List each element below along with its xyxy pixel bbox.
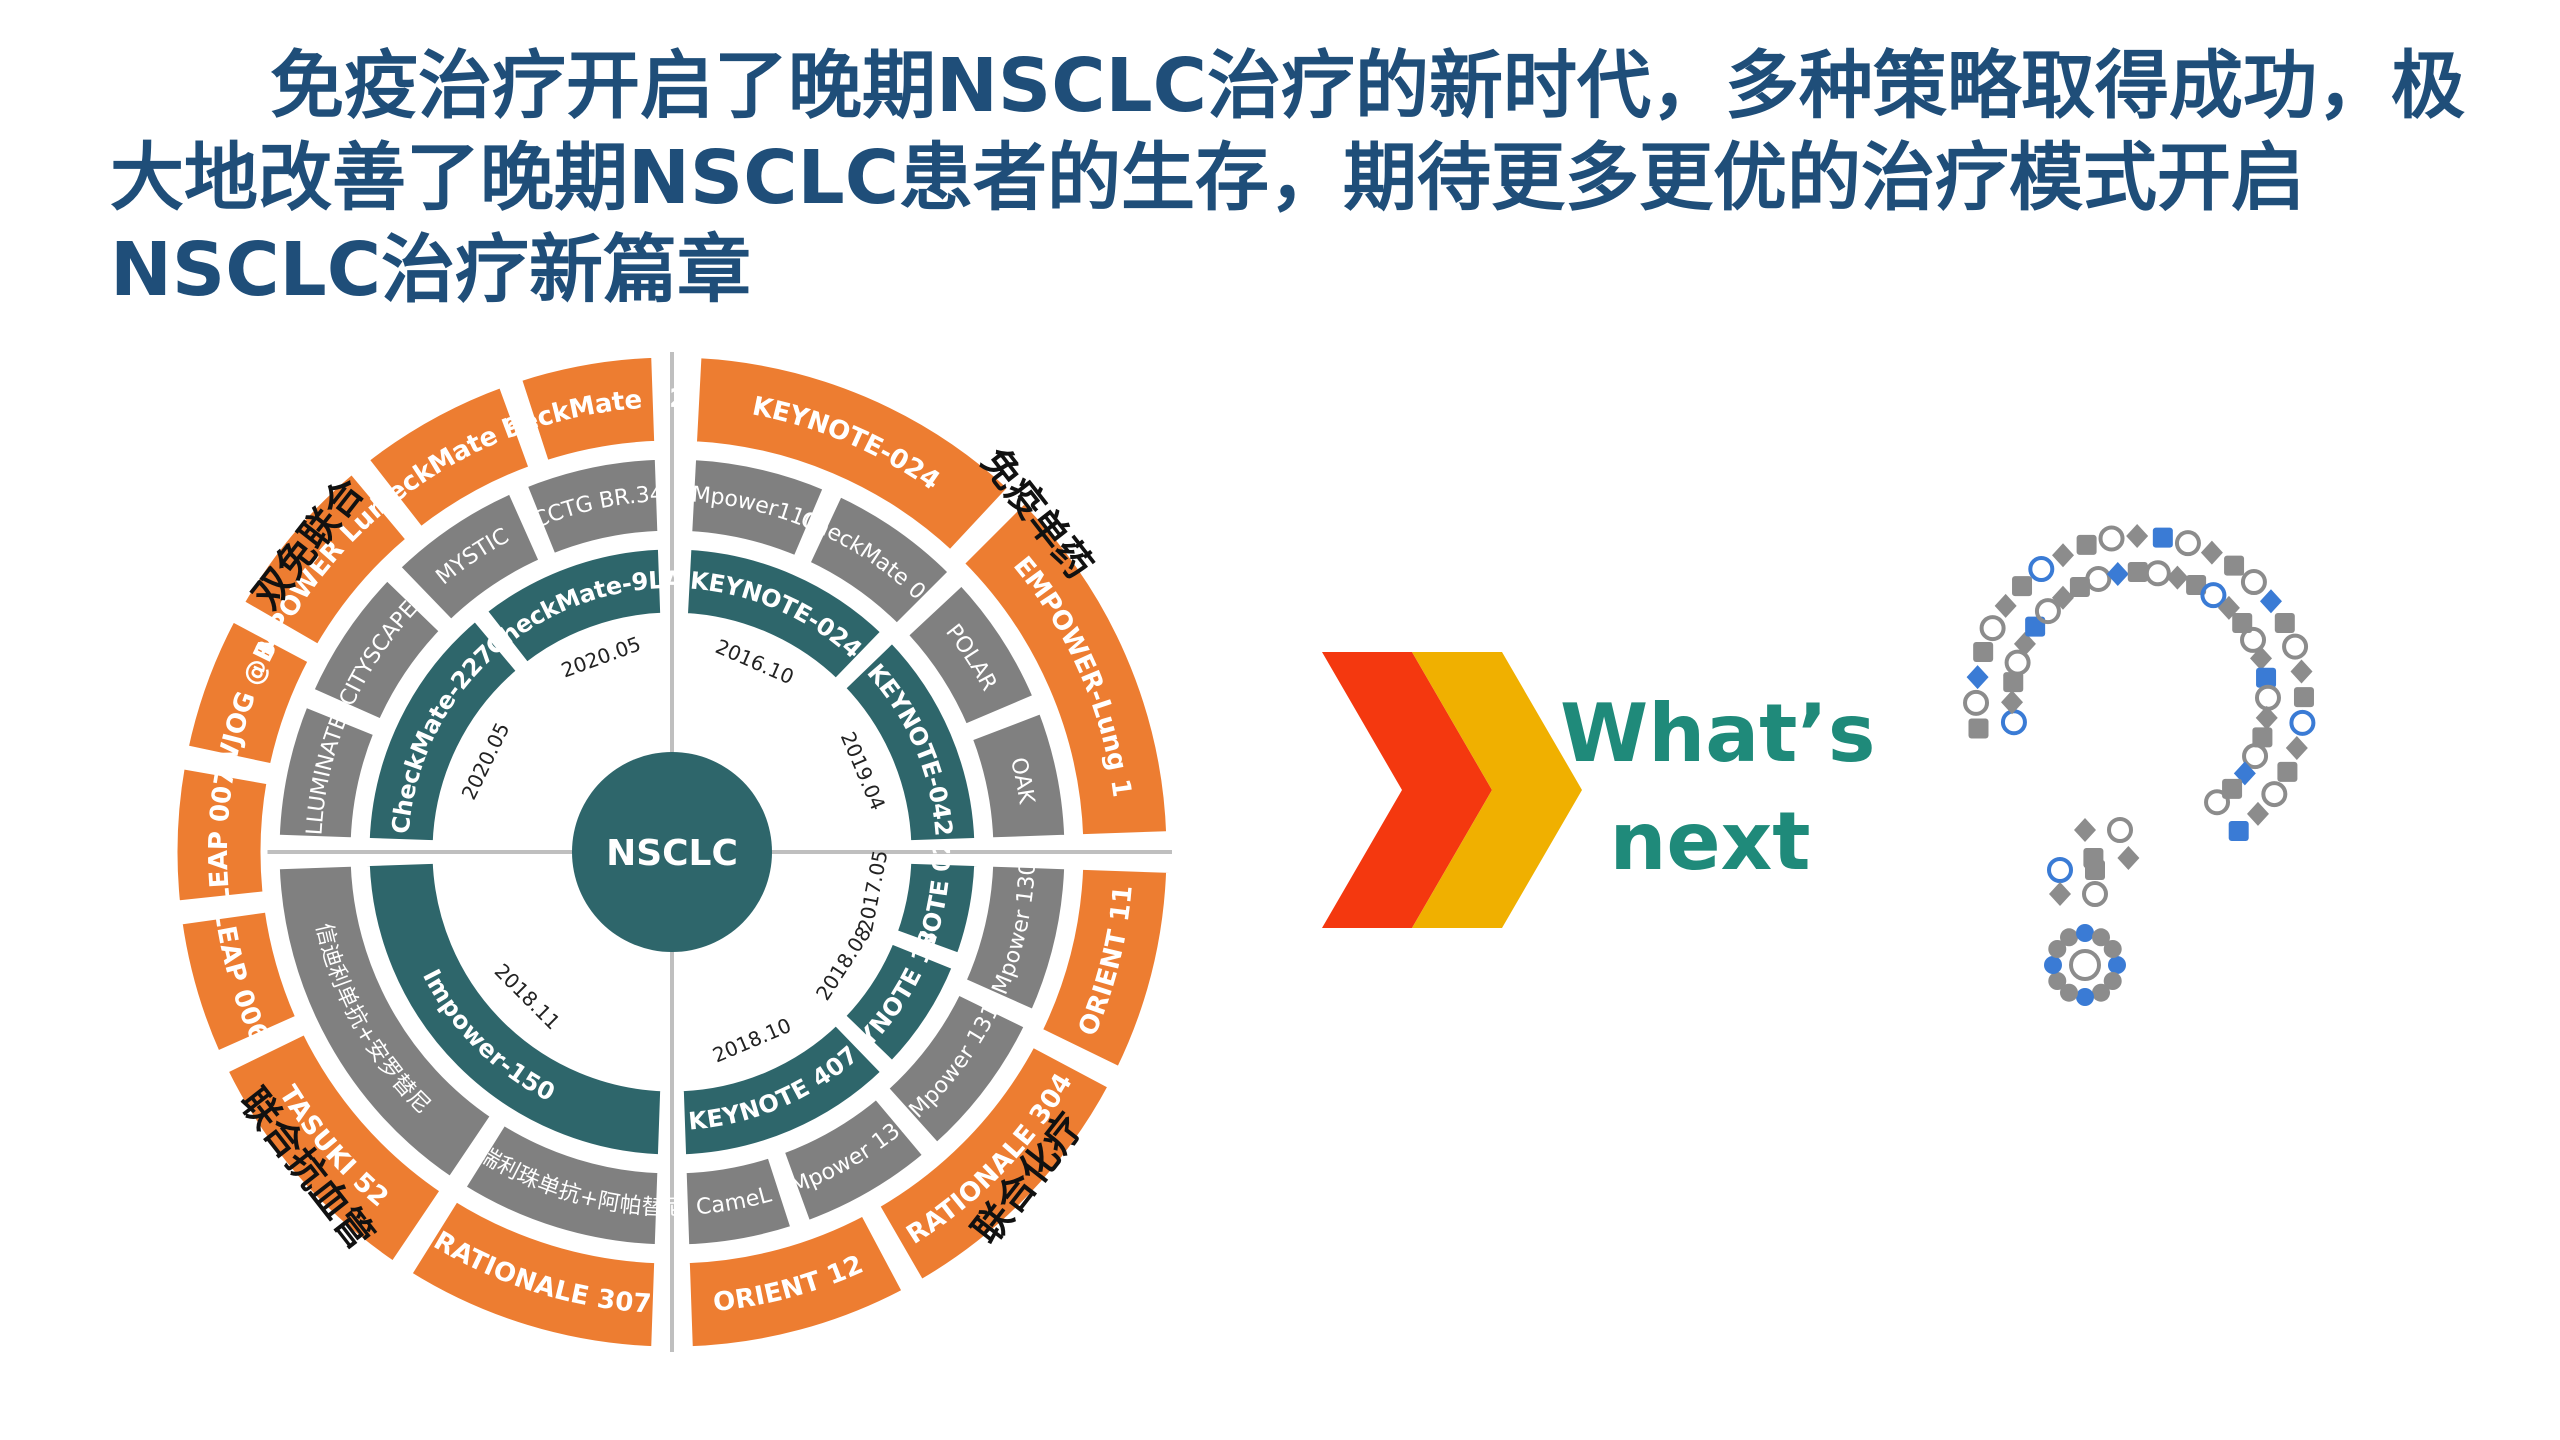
middle-ring-segment-shape xyxy=(272,699,382,845)
middle-ring-segment-shape xyxy=(776,1090,932,1229)
outer-ring-segment: CheckMate 227 xyxy=(0,0,687,469)
middle-ring-segment-shape xyxy=(519,452,665,562)
outer-ring-segment: ORIENT 12 xyxy=(682,1207,911,1354)
chevron-yellow xyxy=(1412,652,1582,928)
headline-line-2: 大地改善了晚期NSCLC患者的生存，期待更多更优的治疗模式开启 xyxy=(110,135,2305,221)
headline-line-1: 免疫治疗开启了晚期NSCLC治疗的新时代，多种策略取得成功，极 xyxy=(270,43,2465,129)
middle-ring-segment: POLAR xyxy=(899,576,1042,733)
inner-ring-segment-shape xyxy=(478,542,668,671)
outer-ring-segment-shape xyxy=(235,465,415,653)
whats-next-line-2: next xyxy=(1609,795,1811,888)
middle-ring-segment-shape xyxy=(964,705,1072,845)
whats-next-text: What’s next xyxy=(1560,680,1876,896)
inner-ring-segment-shape xyxy=(362,612,526,848)
outer-ring-segment: EMPOWER Lung 4 xyxy=(0,0,415,661)
outer-ring-segment-shape xyxy=(871,1038,1117,1289)
center-label: NSCLC xyxy=(606,833,738,874)
outer-ring-segment-shape xyxy=(174,904,304,1060)
outer-ring-segment: LEAP 007 xyxy=(170,761,275,908)
outer-ring-segment-shape xyxy=(403,1193,662,1354)
outer-ring-segment: LEAP 006 xyxy=(174,904,304,1060)
headline-line-3: NSCLC治疗新篇章 xyxy=(110,227,751,313)
inner-ring-segment-shape xyxy=(676,1016,890,1162)
chevron-arrows xyxy=(1322,652,1582,928)
inner-ring-segment-shape xyxy=(889,856,982,962)
whats-next-line-1: What’s xyxy=(1560,687,1876,780)
middle-ring-segment-shape xyxy=(899,576,1042,733)
outer-ring-segment-shape xyxy=(360,379,537,536)
middle-ring-segment-shape xyxy=(957,859,1072,1018)
inner-ring-segment-shape xyxy=(836,634,982,848)
middle-ring-segment-shape xyxy=(879,986,1033,1152)
inner-ring-segment-shape xyxy=(362,856,668,1162)
middle-ring-segment: IMpower 130 xyxy=(957,859,1072,1018)
middle-ring-segment: OAK xyxy=(964,705,1072,845)
middle-ring-segment: IMpower110 xyxy=(684,452,832,564)
inner-ring-segment-shape xyxy=(836,935,961,1070)
middle-ring-segment-shape xyxy=(272,859,500,1186)
outer-ring-segment-shape xyxy=(682,1207,911,1354)
outer-ring-segment-shape xyxy=(513,350,662,469)
outer-ring-segment-shape xyxy=(1034,862,1174,1075)
middle-ring-segment-shape xyxy=(305,571,449,728)
middle-ring-segment-shape xyxy=(801,488,957,633)
middle-ring-segment: IMpower 132 xyxy=(776,1090,932,1229)
middle-ring-segment: ILLUMINATE xyxy=(272,699,382,845)
inner-ring-date: 2017.05 xyxy=(853,848,892,934)
outer-ring-segment-shape xyxy=(689,351,1017,559)
middle-ring-segment-shape xyxy=(679,1150,799,1252)
outer-ring-segment: WJOG @Be xyxy=(180,613,317,774)
outer-ring-segment-shape xyxy=(180,613,317,772)
middle-ring-segment-shape xyxy=(391,485,548,629)
center-hub xyxy=(572,752,772,952)
headline: 免疫治疗开启了晚期NSCLC治疗的新时代，多种策略取得成功，极 大地改善了晚期N… xyxy=(110,40,2510,316)
outer-ring-segment-shape xyxy=(219,1026,449,1270)
middle-ring-segment: CameL xyxy=(679,1150,799,1252)
middle-ring-segment: CCTG BR.34 xyxy=(519,452,665,562)
inner-ring-segment: CheckMate-227 xyxy=(362,612,526,848)
question-mark-icon xyxy=(1963,524,2316,1006)
outer-ring-segment-shape xyxy=(170,761,275,908)
middle-ring-segment: MYSTIC xyxy=(391,485,548,629)
outer-ring-segment: ORIENT 11 xyxy=(1034,862,1174,1075)
outer-ring-label: CheckMate 9LA xyxy=(0,0,561,520)
chevron-red xyxy=(1322,652,1492,928)
inner-ring-segment-shape xyxy=(680,542,890,688)
outer-ring-segment: CheckMate 9LA xyxy=(0,0,561,536)
outer-ring-segment-shape xyxy=(955,494,1174,842)
middle-ring-segment-shape xyxy=(684,452,832,564)
middle-ring-segment-shape xyxy=(457,1116,665,1252)
